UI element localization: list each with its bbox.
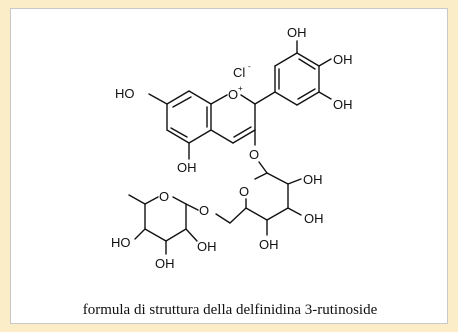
oxonium-label: O [228,87,238,102]
o-label-glucose-ring: O [239,184,249,199]
oh-label-ring-b-3: OH [287,25,307,40]
oh-label-glucose-4: OH [259,237,279,252]
ho-label-rhamnose-4: HO [111,235,131,250]
ring-b-bonds [254,52,320,106]
o-label-c3-glycoside: O [249,147,259,162]
figure-caption: formula di struttura della delfinidina 3… [82,302,378,318]
oh-label-rhamnose-3: OH [155,256,175,271]
oh-label-rhamnose-2: OH [197,239,217,254]
glucose-ring-bonds [245,172,289,221]
ring-a-bonds [166,90,212,144]
oh-label-ring-a-7: HO [115,86,135,101]
oh-label-glucose-2: OH [303,172,323,187]
oh-label-ring-b-4: OH [333,52,353,67]
o-label-rhamnose-ring: O [159,189,169,204]
o-label-glycosidic-bridge: O [199,203,209,218]
counter-ion-label: Cl [233,65,245,80]
rhamnose-ring-bonds [144,196,187,242]
counter-ion-charge: - [248,62,251,71]
oh-label-glucose-3: OH [304,211,324,226]
oh-label-ring-a-5: OH [177,160,197,175]
oh-label-ring-b-5: OH [333,97,353,112]
figure-panel: Cl - [10,8,448,324]
chloride-counter-ion: Cl - [233,62,251,80]
ring-c-bonds [210,94,256,144]
oxonium-charge: + [238,84,243,93]
structural-formula: Cl - [111,25,353,271]
